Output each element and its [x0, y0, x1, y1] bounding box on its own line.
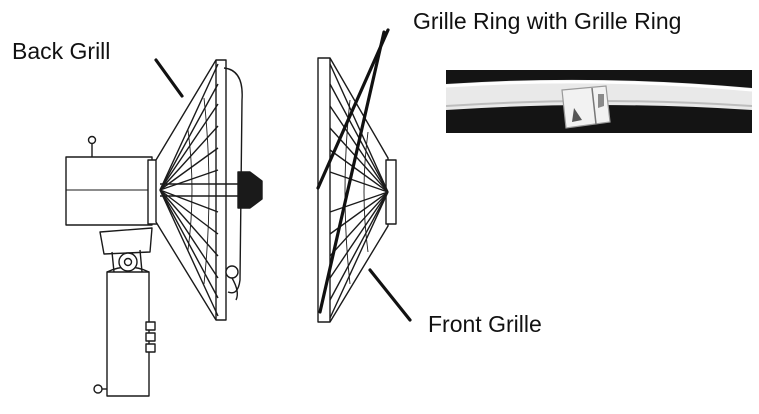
back-grill-cage [155, 59, 243, 321]
ring-clip [561, 85, 611, 129]
blade-hub [160, 171, 263, 209]
front-grille-icon [317, 57, 397, 323]
grille-ring-clip-photo [446, 70, 752, 133]
leader-front-grille [368, 268, 412, 322]
back-grill-label: Back Grill [12, 38, 111, 64]
fan-assembly-icon [65, 59, 263, 397]
leader-grille-ring-1 [316, 28, 390, 190]
tilt-bracket [99, 227, 153, 273]
front-grille-label: Front Grille [428, 311, 542, 337]
grille-ring-label: Grille Ring with Grille Ring [413, 8, 682, 34]
stand-pole [93, 266, 156, 397]
leader-lines [154, 28, 412, 322]
leader-back-grill [154, 58, 184, 98]
motor-housing [65, 135, 159, 226]
leader-grille-ring-2 [318, 30, 386, 314]
